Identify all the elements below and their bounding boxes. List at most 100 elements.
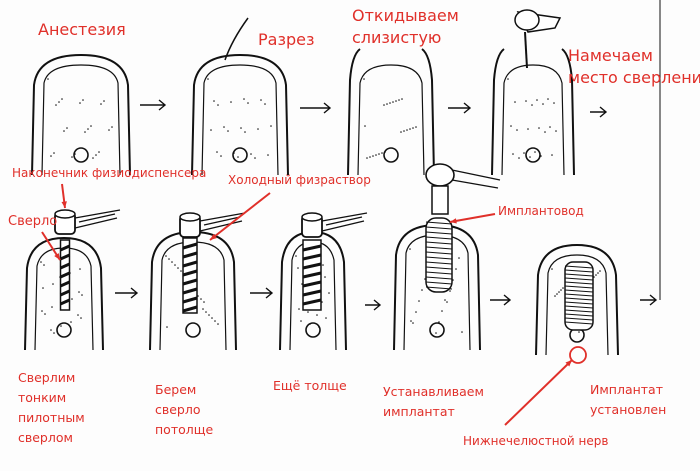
- bone-dot: [227, 130, 229, 132]
- bone-dot: [378, 153, 380, 155]
- bone-dot: [507, 78, 509, 80]
- bone-dot: [177, 267, 179, 269]
- bone-dot: [267, 154, 269, 156]
- label-even-thicker: Ещё толще: [273, 376, 347, 396]
- label-line: Имплантат: [590, 382, 663, 397]
- ridge-anesthesia-bone: [41, 64, 121, 176]
- label-line: Устанавливаем: [383, 384, 484, 399]
- step-arrow: [490, 294, 512, 306]
- ridge-pilot: [24, 236, 104, 351]
- bone-dot: [44, 313, 46, 315]
- bone-dot: [435, 332, 437, 334]
- step-arrow: [300, 102, 332, 114]
- step-arrow: [365, 299, 382, 311]
- implant-thread: [425, 226, 453, 230]
- implant-thread: [425, 236, 453, 240]
- bone-dot: [71, 298, 73, 300]
- implant-thread: [564, 265, 594, 269]
- step-arrow: [115, 287, 139, 299]
- bone-dot: [211, 317, 213, 319]
- bone-dot: [84, 131, 86, 133]
- bone-dot: [512, 153, 514, 155]
- nerve-canal: [305, 322, 321, 338]
- bone-dot: [403, 130, 405, 132]
- implant-thread: [425, 231, 453, 235]
- label-line: имплантат: [383, 404, 455, 419]
- label-mark-1: Намечаем: [568, 46, 653, 65]
- step-arrow: [590, 106, 608, 118]
- bone-dot: [461, 331, 463, 333]
- label-line: Берем: [155, 382, 197, 397]
- drill-flute: [59, 289, 71, 297]
- bone-dot: [237, 156, 239, 158]
- bone-dot: [200, 298, 202, 300]
- label-line: тонким: [18, 390, 67, 405]
- bone-dot: [87, 128, 89, 130]
- drill-flute: [302, 244, 322, 252]
- bone-dot: [409, 128, 411, 130]
- bone-dot: [223, 126, 225, 128]
- nerve-canal: [185, 322, 201, 338]
- bone-dot: [95, 154, 97, 156]
- bone-dot: [441, 310, 443, 312]
- ridge-incision-bone: [201, 64, 279, 176]
- bone-dot: [82, 99, 84, 101]
- bone-dot: [42, 287, 44, 289]
- nerve-canal: [525, 147, 541, 163]
- bone-dot: [298, 308, 300, 310]
- bone-dot: [98, 151, 100, 153]
- drill-flute: [302, 289, 322, 297]
- bone-dot: [455, 268, 457, 270]
- step-arrow: [448, 102, 472, 114]
- bone-dot: [55, 104, 57, 106]
- label-line: установлен: [590, 402, 667, 417]
- bone-dot: [213, 100, 215, 102]
- drill-flute: [182, 242, 198, 250]
- ridge-anesthesia: [31, 53, 131, 176]
- label-line: Ещё толще: [273, 378, 347, 393]
- bone-dot: [71, 156, 73, 158]
- bone-dot: [514, 101, 516, 103]
- bone-dot: [527, 128, 529, 130]
- bone-dot: [254, 157, 256, 159]
- bone-dot: [324, 276, 326, 278]
- bone-dot: [544, 131, 546, 133]
- nerve-highlight: [569, 346, 587, 364]
- bone-dot: [401, 98, 403, 100]
- nerve-canal: [56, 322, 72, 338]
- bone-dot: [50, 155, 52, 157]
- bone-dot: [43, 264, 45, 266]
- drill-flute: [182, 305, 198, 313]
- drill-flute: [59, 271, 71, 279]
- bone-dot: [257, 128, 259, 130]
- bone-dot: [250, 153, 252, 155]
- ridge-marking-bone: [501, 64, 565, 176]
- handpiece-top: [54, 209, 76, 219]
- bone-dot: [63, 130, 65, 132]
- ridge-flap-bone: [357, 64, 425, 176]
- bone-dot: [174, 264, 176, 266]
- bone-dot: [560, 289, 562, 291]
- label-mark-2: место сверления: [568, 68, 700, 87]
- implant-driver: [431, 185, 449, 215]
- bone-dot: [421, 289, 423, 291]
- label-flap-2: слизистую: [352, 28, 442, 47]
- bone-dot: [297, 267, 299, 269]
- bone-dot: [375, 154, 377, 156]
- implant-thread: [425, 261, 453, 265]
- marking-bur: [524, 31, 528, 69]
- ridge-incision: [191, 53, 289, 176]
- nerve-canal: [383, 147, 399, 163]
- bone-dot: [383, 104, 385, 106]
- bone-dot: [70, 321, 72, 323]
- bone-dot: [168, 258, 170, 260]
- bone-dot: [203, 301, 205, 303]
- implant-thread: [564, 313, 594, 317]
- bone-dot: [516, 129, 518, 131]
- bone-dot: [578, 331, 580, 333]
- bone-dot: [260, 99, 262, 101]
- bone-dot: [449, 290, 451, 292]
- handpiece-body: [321, 212, 368, 232]
- label-implant-installed: Имплантат установлен: [590, 380, 666, 420]
- drill-flute: [302, 271, 322, 279]
